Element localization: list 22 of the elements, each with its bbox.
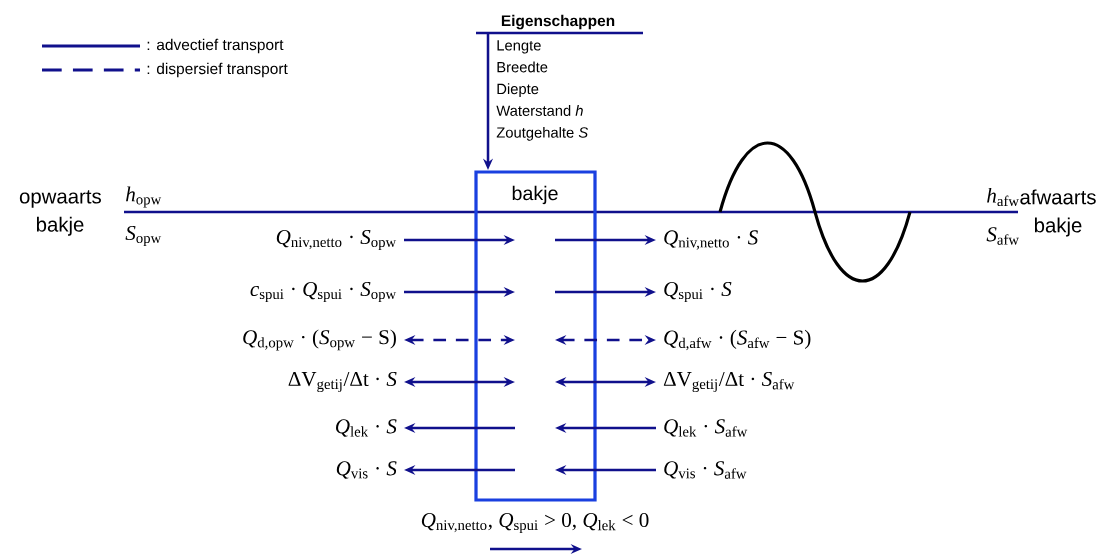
flux-formula: Q$_{niv,netto}$ · S — [664, 230, 758, 250]
flux-formula: c$_{spui}$ · Q$_{spui}$ · S$_{opw}$ — [250, 281, 397, 303]
flux-formula: Q$_{lek}$ · S — [336, 419, 397, 437]
properties-list: Eigenschappen Lengte Breedte Diepte Waterstand h Zoutgehalte S — [476, 14, 643, 141]
flux-formula: Q$_{vis}$ · S$_{afw}$ — [664, 461, 747, 479]
level-label: S$_{opw}$ — [125, 225, 162, 247]
level-label: h$_{opw}$ — [126, 186, 162, 208]
flux-formula: Q$_{vis}$ · S — [336, 461, 397, 479]
level-label: S$_{afw}$ — [986, 227, 1019, 245]
flux-formula: Q$_{d,opw}$ · (S$_{opw}$ − S) — [243, 329, 396, 351]
legend-text: : dispersief transport — [147, 62, 288, 78]
flux-formula: Q$_{spui}$ · S — [664, 281, 732, 303]
flux-formula: ΔV$_{getij}$/Δt · S — [288, 371, 397, 393]
bakje-box: bakje — [474, 170, 597, 502]
neighbour-label: opwaarts bakje — [19, 190, 101, 236]
flux-formula: Q$_{niv,netto}$ · S$_{opw}$ — [276, 229, 397, 251]
flux-formula: ΔV$_{getij}$/Δt · S$_{afw}$ — [663, 371, 795, 393]
neighbour-label: afwaarts bakje — [1020, 189, 1096, 237]
flux-formula: Q$_{d,afw}$ · (S$_{afw}$ − S) — [664, 329, 811, 351]
legend-text: : advectief transport — [147, 38, 284, 54]
flux-formula: Q$_{lek}$ · S$_{afw}$ — [664, 419, 748, 437]
level-label: h$_{afw}$ — [987, 187, 1019, 207]
